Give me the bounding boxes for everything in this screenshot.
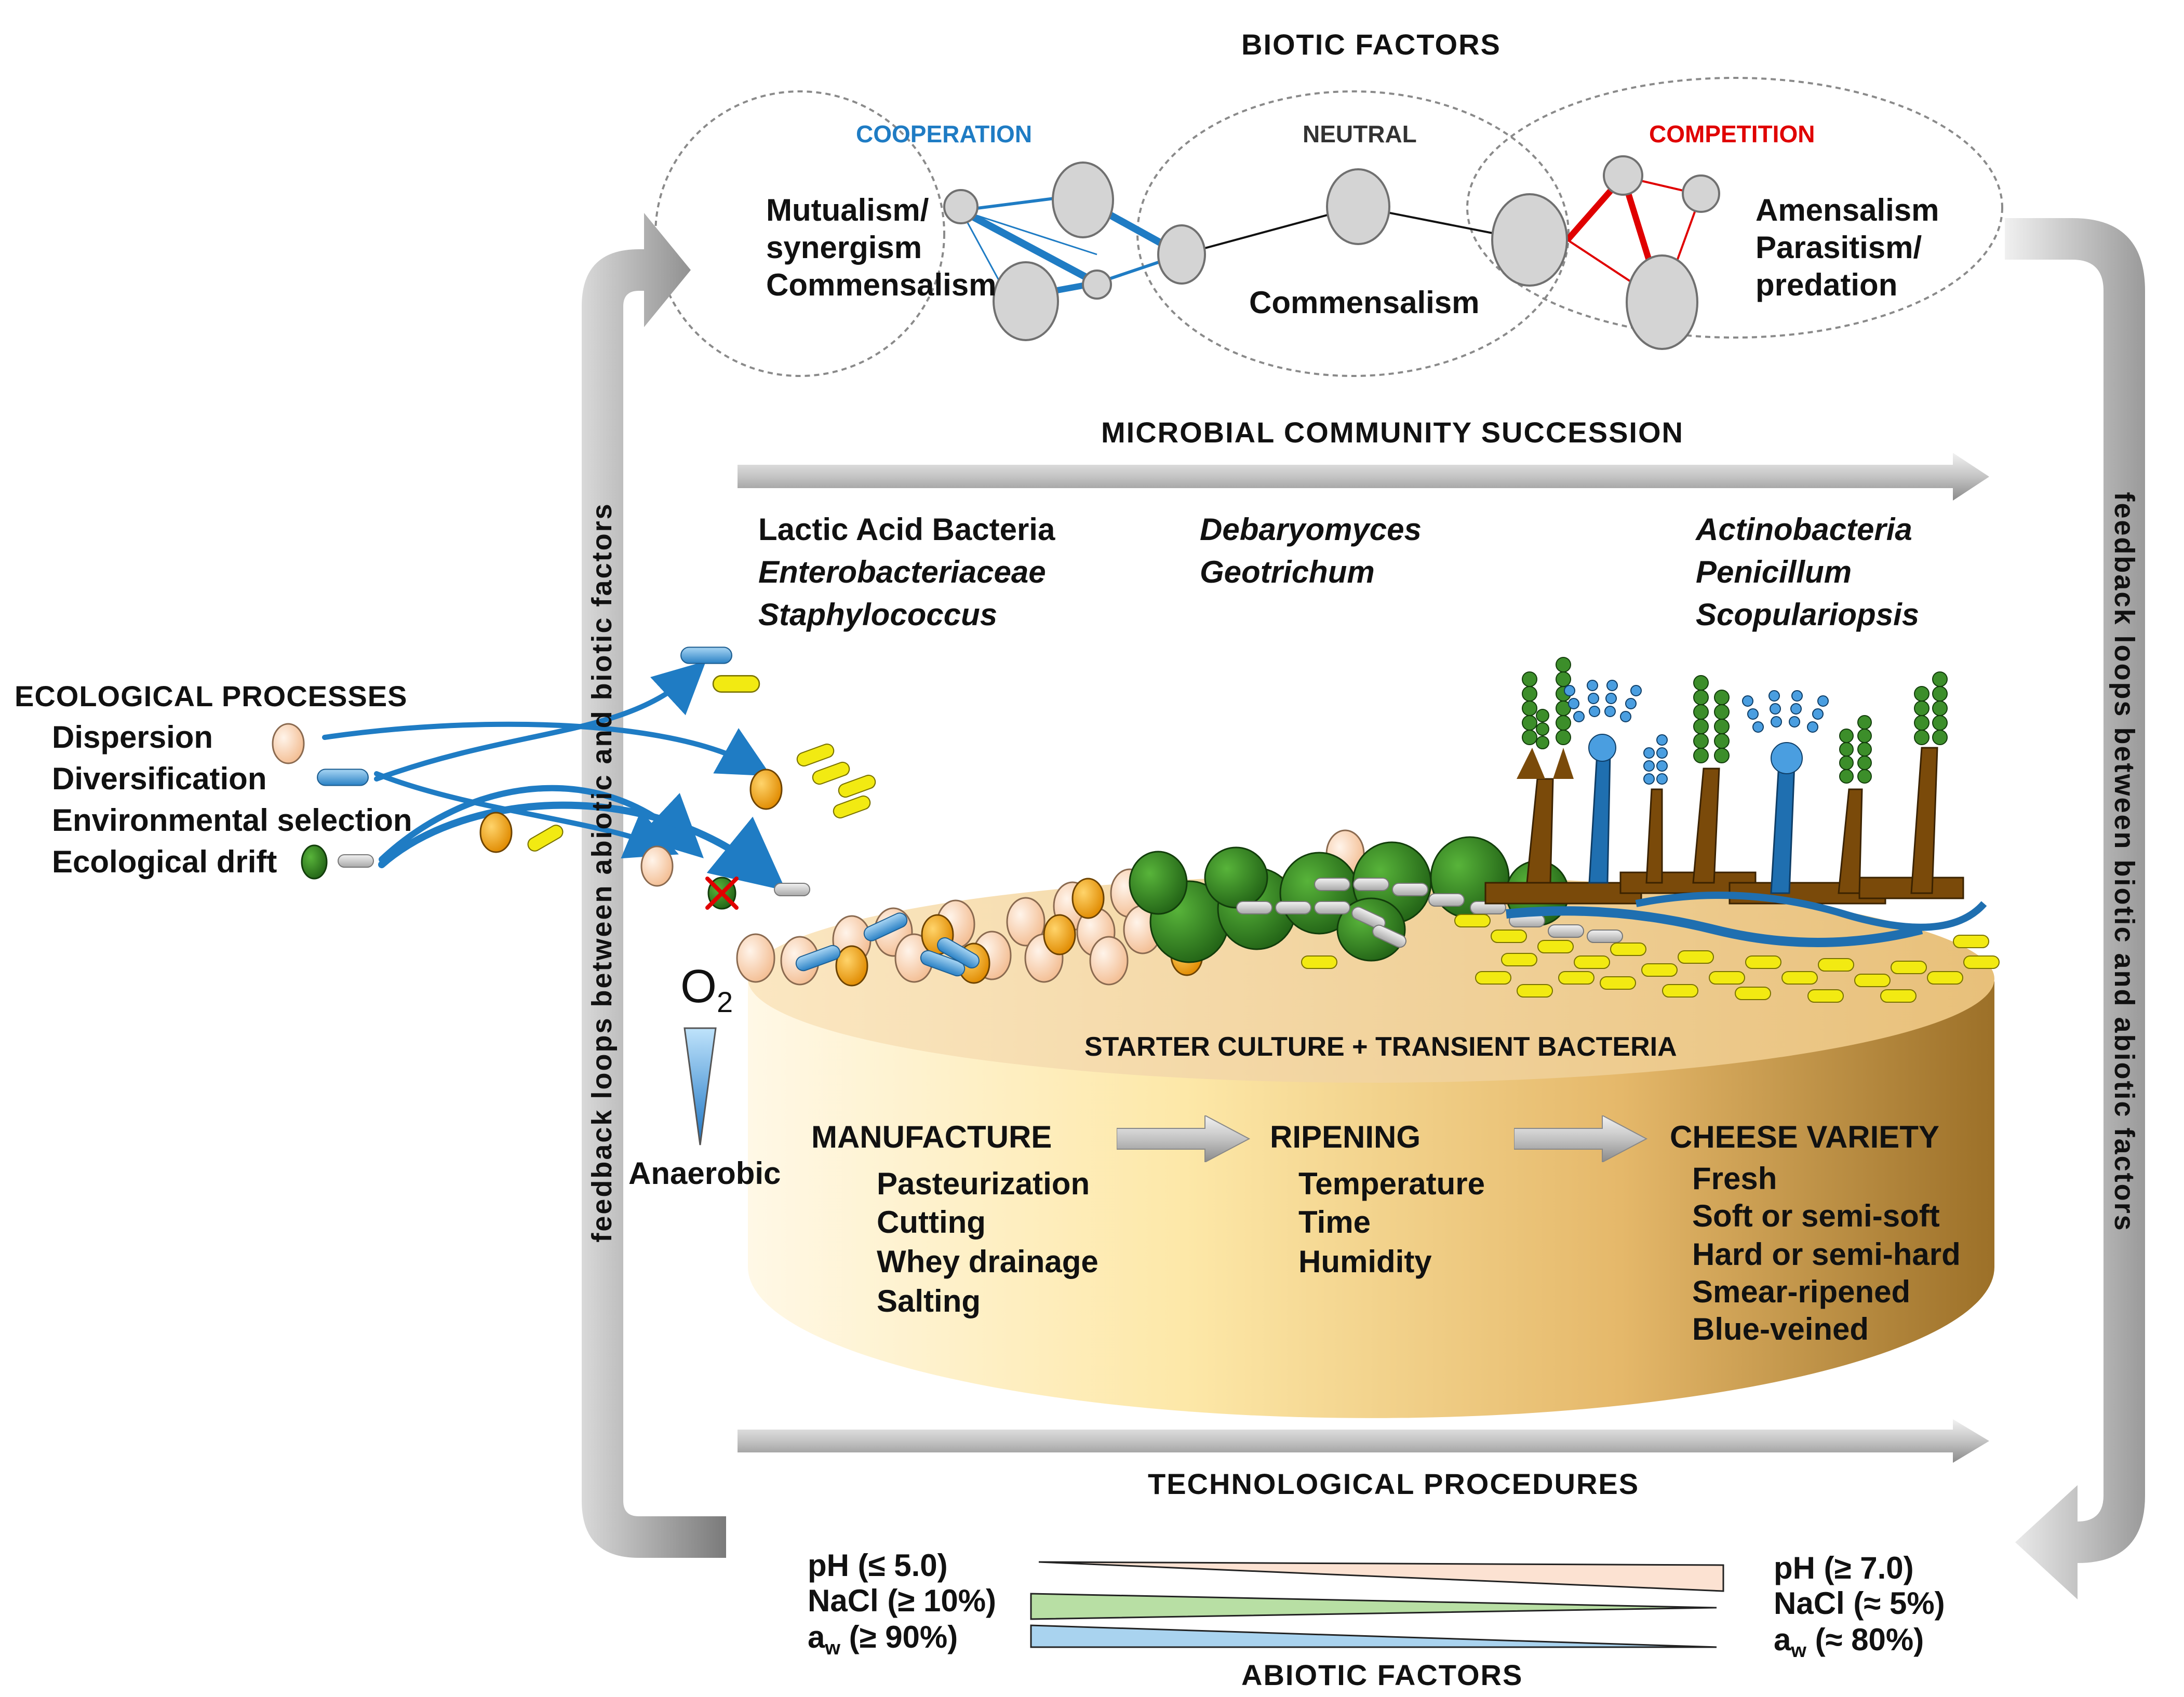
- excluded-cross-icon: [705, 877, 739, 910]
- ecological-process-icons: [272, 647, 878, 910]
- feedback-arrow-left: [582, 213, 726, 1558]
- abiotic-right-ph: pH (≥ 7.0): [1774, 1551, 1914, 1585]
- technological-procedures-title: TECHNOLOGICAL PROCEDURES: [1148, 1467, 1640, 1500]
- conidiophores: [1517, 657, 1948, 894]
- manufacture-step: Whey drainage: [877, 1244, 1098, 1279]
- ripening-condition: Humidity: [1298, 1244, 1432, 1279]
- oxygen-label: O2: [680, 963, 733, 1017]
- competition-item: Parasitism/: [1756, 230, 1922, 265]
- neutral-interaction: Commensalism: [1249, 285, 1480, 320]
- ripening-to-variety-arrow: [1514, 1115, 1648, 1162]
- dispersion-icon: [272, 723, 305, 764]
- feedback-right-label: feedback loops between biotic and abioti…: [2109, 492, 2140, 1232]
- microbial-community: [736, 657, 2000, 1003]
- ph-wedge: [1038, 1561, 1724, 1592]
- anaerobic-label: Anaerobic: [628, 1156, 781, 1191]
- drift-green-cell-icon: [301, 844, 328, 880]
- succession-title: MICROBIAL COMMUNITY SUCCESSION: [1101, 416, 1684, 449]
- cheese-variety-item: Blue-veined: [1692, 1312, 1869, 1346]
- technological-arrow: [738, 1419, 1989, 1463]
- ripening-condition: Time: [1298, 1205, 1371, 1240]
- ecological-item: Ecological drift: [52, 844, 277, 879]
- taxon: Geotrichum: [1200, 555, 1375, 589]
- succession-arrow: [738, 453, 1989, 501]
- cooperation-item: Mutualism/: [766, 193, 929, 227]
- taxon: Debaryomyces: [1200, 512, 1422, 547]
- oxygen-gradient: [684, 1027, 717, 1146]
- manufacture-to-ripening-arrow: [1117, 1115, 1251, 1162]
- cheese-variety-item: Soft or semi-soft: [1692, 1198, 1940, 1233]
- ecological-item: Dispersion: [52, 720, 213, 755]
- taxon: Enterobacteriaceae: [758, 555, 1046, 589]
- drift-gray-rod-icon: [338, 854, 374, 868]
- taxon: Penicillum: [1696, 555, 1852, 589]
- biotic-factors-title: BIOTIC FACTORS: [1241, 28, 1501, 61]
- competition-network: [1491, 155, 1720, 350]
- diversification-icon: [317, 769, 369, 786]
- cooperation-item: Commensalism: [766, 267, 997, 302]
- neutral-ellipse: [1136, 90, 1570, 377]
- manufacture-step: Cutting: [877, 1205, 986, 1240]
- feedback-arrow-right: [2005, 218, 2145, 1599]
- cheese-variety-item: Fresh: [1692, 1161, 1777, 1196]
- abiotic-right-nacl: NaCl (≈ 5%): [1774, 1586, 1945, 1621]
- feedback-left-label: feedback loops between abiotic and bioti…: [586, 502, 618, 1243]
- abiotic-right-aw: aw (≈ 80%): [1774, 1622, 1924, 1662]
- neutral-label: NEUTRAL: [1303, 120, 1417, 147]
- ecological-processes-title: ECOLOGICAL PROCESSES: [15, 680, 408, 712]
- taxon: Scopulariopsis: [1696, 597, 1920, 632]
- starter-culture-label: STARTER CULTURE + TRANSIENT BACTERIA: [1084, 1032, 1677, 1062]
- ripening-condition: Temperature: [1298, 1166, 1485, 1201]
- aw-wedge: [1030, 1624, 1717, 1648]
- manufacture-step: Salting: [877, 1284, 981, 1318]
- manufacture-title: MANUFACTURE: [811, 1120, 1052, 1154]
- competition-label: COMPETITION: [1649, 120, 1815, 147]
- abiotic-left-nacl: NaCl (≥ 10%): [808, 1583, 997, 1618]
- cooperation-label: COOPERATION: [856, 120, 1033, 147]
- cooperation-network: [943, 161, 1528, 341]
- abiotic-gradients: [1030, 1561, 1724, 1648]
- ecological-item: Diversification: [52, 761, 267, 796]
- nacl-wedge: [1030, 1593, 1717, 1620]
- competition-item: predation: [1756, 267, 1898, 302]
- cooperation-item: synergism: [766, 230, 922, 265]
- oxygen-subscript: 2: [717, 986, 733, 1018]
- oxygen-symbol: O: [680, 961, 717, 1013]
- taxon: Lactic Acid Bacteria: [758, 512, 1055, 547]
- ripening-title: RIPENING: [1270, 1120, 1421, 1154]
- cheese-variety-item: Smear-ripened: [1692, 1274, 1911, 1309]
- abiotic-left-aw: aw (≥ 90%): [808, 1620, 958, 1659]
- abiotic-left-ph: pH (≤ 5.0): [808, 1548, 948, 1583]
- taxon: Staphylococcus: [758, 597, 998, 632]
- cheese-variety-item: Hard or semi-hard: [1692, 1237, 1961, 1272]
- cheese-variety-title: CHEESE VARIETY: [1670, 1120, 1939, 1154]
- taxon: Actinobacteria: [1696, 512, 1912, 547]
- competition-item: Amensalism: [1756, 193, 1939, 227]
- manufacture-step: Pasteurization: [877, 1166, 1090, 1201]
- competition-ellipse: [1466, 77, 2003, 339]
- abiotic-factors-title: ABIOTIC FACTORS: [1241, 1659, 1523, 1691]
- ecological-item: Environmental selection: [52, 803, 412, 838]
- biotic-factors-panel: [654, 77, 2003, 377]
